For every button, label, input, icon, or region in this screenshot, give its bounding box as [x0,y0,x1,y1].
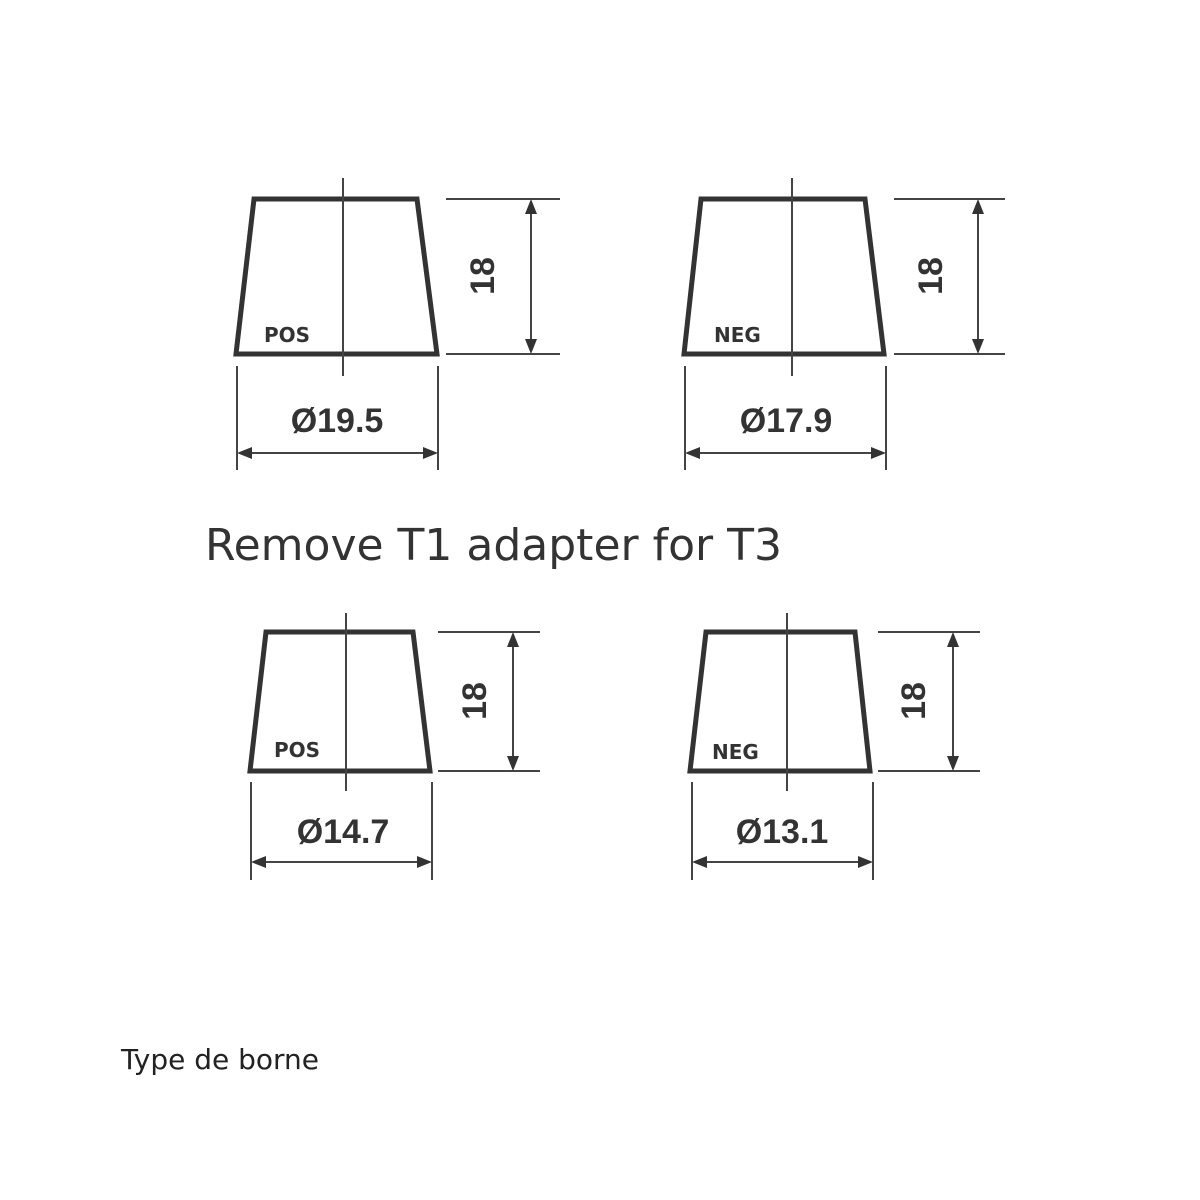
pole-label: POS [274,738,320,762]
arrow-head [237,447,252,459]
height-label: 18 [464,257,502,295]
arrow-head [251,856,266,868]
arrow-head [692,856,707,868]
pole-label: NEG [712,740,759,764]
arrow-head [972,199,984,214]
pole-label: NEG [714,323,761,347]
arrow-head [525,339,537,354]
arrow-head [507,756,519,771]
terminal-pos-small: POS 18 Ø14.7 [247,613,540,880]
diameter-label: Ø17.9 [740,402,833,440]
arrow-head [525,199,537,214]
arrow-head [871,447,886,459]
arrow-head [417,856,432,868]
caption: Type de borne [121,1043,320,1076]
pole-label: POS [264,323,310,347]
diameter-label: Ø13.1 [736,813,829,851]
height-label: 18 [912,257,950,295]
arrow-head [972,339,984,354]
adapter-heading: Remove T1 adapter for T3 [205,520,782,571]
diameter-label: Ø19.5 [291,402,384,440]
terminal-outline [681,196,887,357]
terminal-neg-large: NEG 18 Ø17.9 [681,178,1005,470]
height-label: 18 [895,682,933,720]
diameter-label: Ø14.7 [297,813,390,851]
arrow-head [947,632,959,647]
terminal-outline [233,196,440,357]
arrow-head [685,447,700,459]
terminal-pos-large: POS 18 Ø19.5 [233,178,560,470]
arrow-head [947,756,959,771]
arrow-head [858,856,873,868]
arrow-head [507,632,519,647]
height-label: 18 [456,682,494,720]
terminal-outline [687,629,873,774]
arrow-head [423,447,438,459]
terminal-outline [247,629,433,774]
terminal-neg-small: NEG 18 Ø13.1 [687,613,980,880]
